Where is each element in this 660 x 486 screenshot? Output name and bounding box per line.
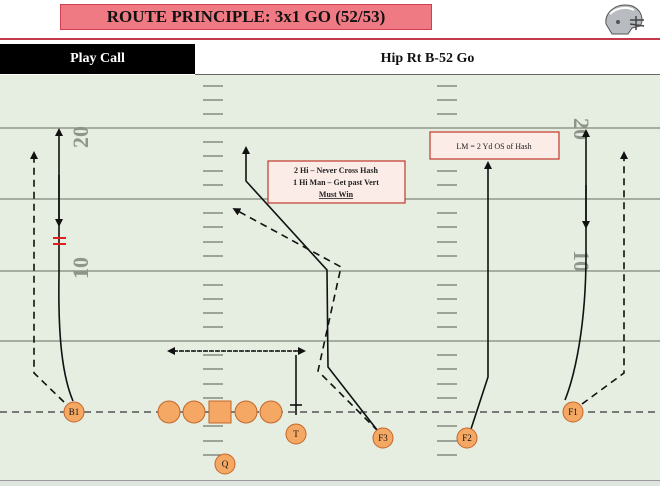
f1-dashed-route (581, 151, 628, 405)
player-b1: B1 (63, 401, 85, 423)
player-label-q: Q (222, 459, 229, 469)
note-center-line3: Must Win (319, 190, 354, 199)
coaching-note-center: 2 Hi – Never Cross Hash 1 Hi Man – Get p… (267, 160, 406, 204)
right-tackle-marker (259, 400, 283, 424)
yard-number-left-top: 20 (68, 126, 93, 148)
player-f1: F1 (562, 401, 584, 423)
f3-solid-route (242, 146, 382, 436)
player-label-f1: F1 (568, 407, 578, 417)
play-call-value: Hip Rt B-52 Go (195, 44, 660, 75)
note-right-text: LM = 2 Yd OS of Hash (456, 142, 531, 151)
football-field-diagram: 20 10 20 10 (0, 75, 660, 480)
left-tackle-marker (157, 400, 181, 424)
yard-lines (0, 127, 660, 342)
b1-dashed-route (30, 151, 65, 403)
field-turf (0, 75, 660, 480)
f1-go-route (564, 254, 587, 401)
right-guard-marker (234, 400, 258, 424)
center-marker (208, 400, 232, 424)
player-label-f2: F2 (462, 433, 472, 443)
left-guard-marker (182, 400, 206, 424)
page-title: ROUTE PRINCIPLE: 3x1 GO (52/53) (60, 4, 432, 30)
player-label-f3: F3 (378, 433, 388, 443)
player-f3: F3 (372, 427, 394, 449)
player-label-t: T (293, 429, 299, 439)
yard-number-right-top: 20 (569, 118, 594, 140)
note-center-line1: 2 Hi – Never Cross Hash (294, 166, 378, 175)
note-center-line2: 1 Hi Man – Get past Vert (293, 178, 379, 187)
yard-number-right-mid: 10 (569, 250, 594, 272)
football-helmet-icon (605, 4, 645, 35)
depth-marker (53, 237, 66, 245)
player-q: Q (214, 453, 236, 475)
offensive-line (157, 400, 283, 424)
player-f2: F2 (456, 427, 478, 449)
player-t: T (285, 423, 307, 445)
hash-marks (203, 85, 457, 456)
coaching-note-right: LM = 2 Yd OS of Hash (429, 131, 560, 160)
yard-number-left-mid: 10 (68, 257, 93, 279)
f3-dashed-route (232, 208, 379, 432)
footer-strip (0, 480, 660, 486)
header-divider (0, 38, 660, 40)
f2-go-route (470, 161, 492, 430)
player-label-b1: B1 (69, 407, 80, 417)
b1-go-route (58, 215, 74, 402)
routes (30, 128, 628, 436)
play-call-label: Play Call (0, 44, 195, 74)
